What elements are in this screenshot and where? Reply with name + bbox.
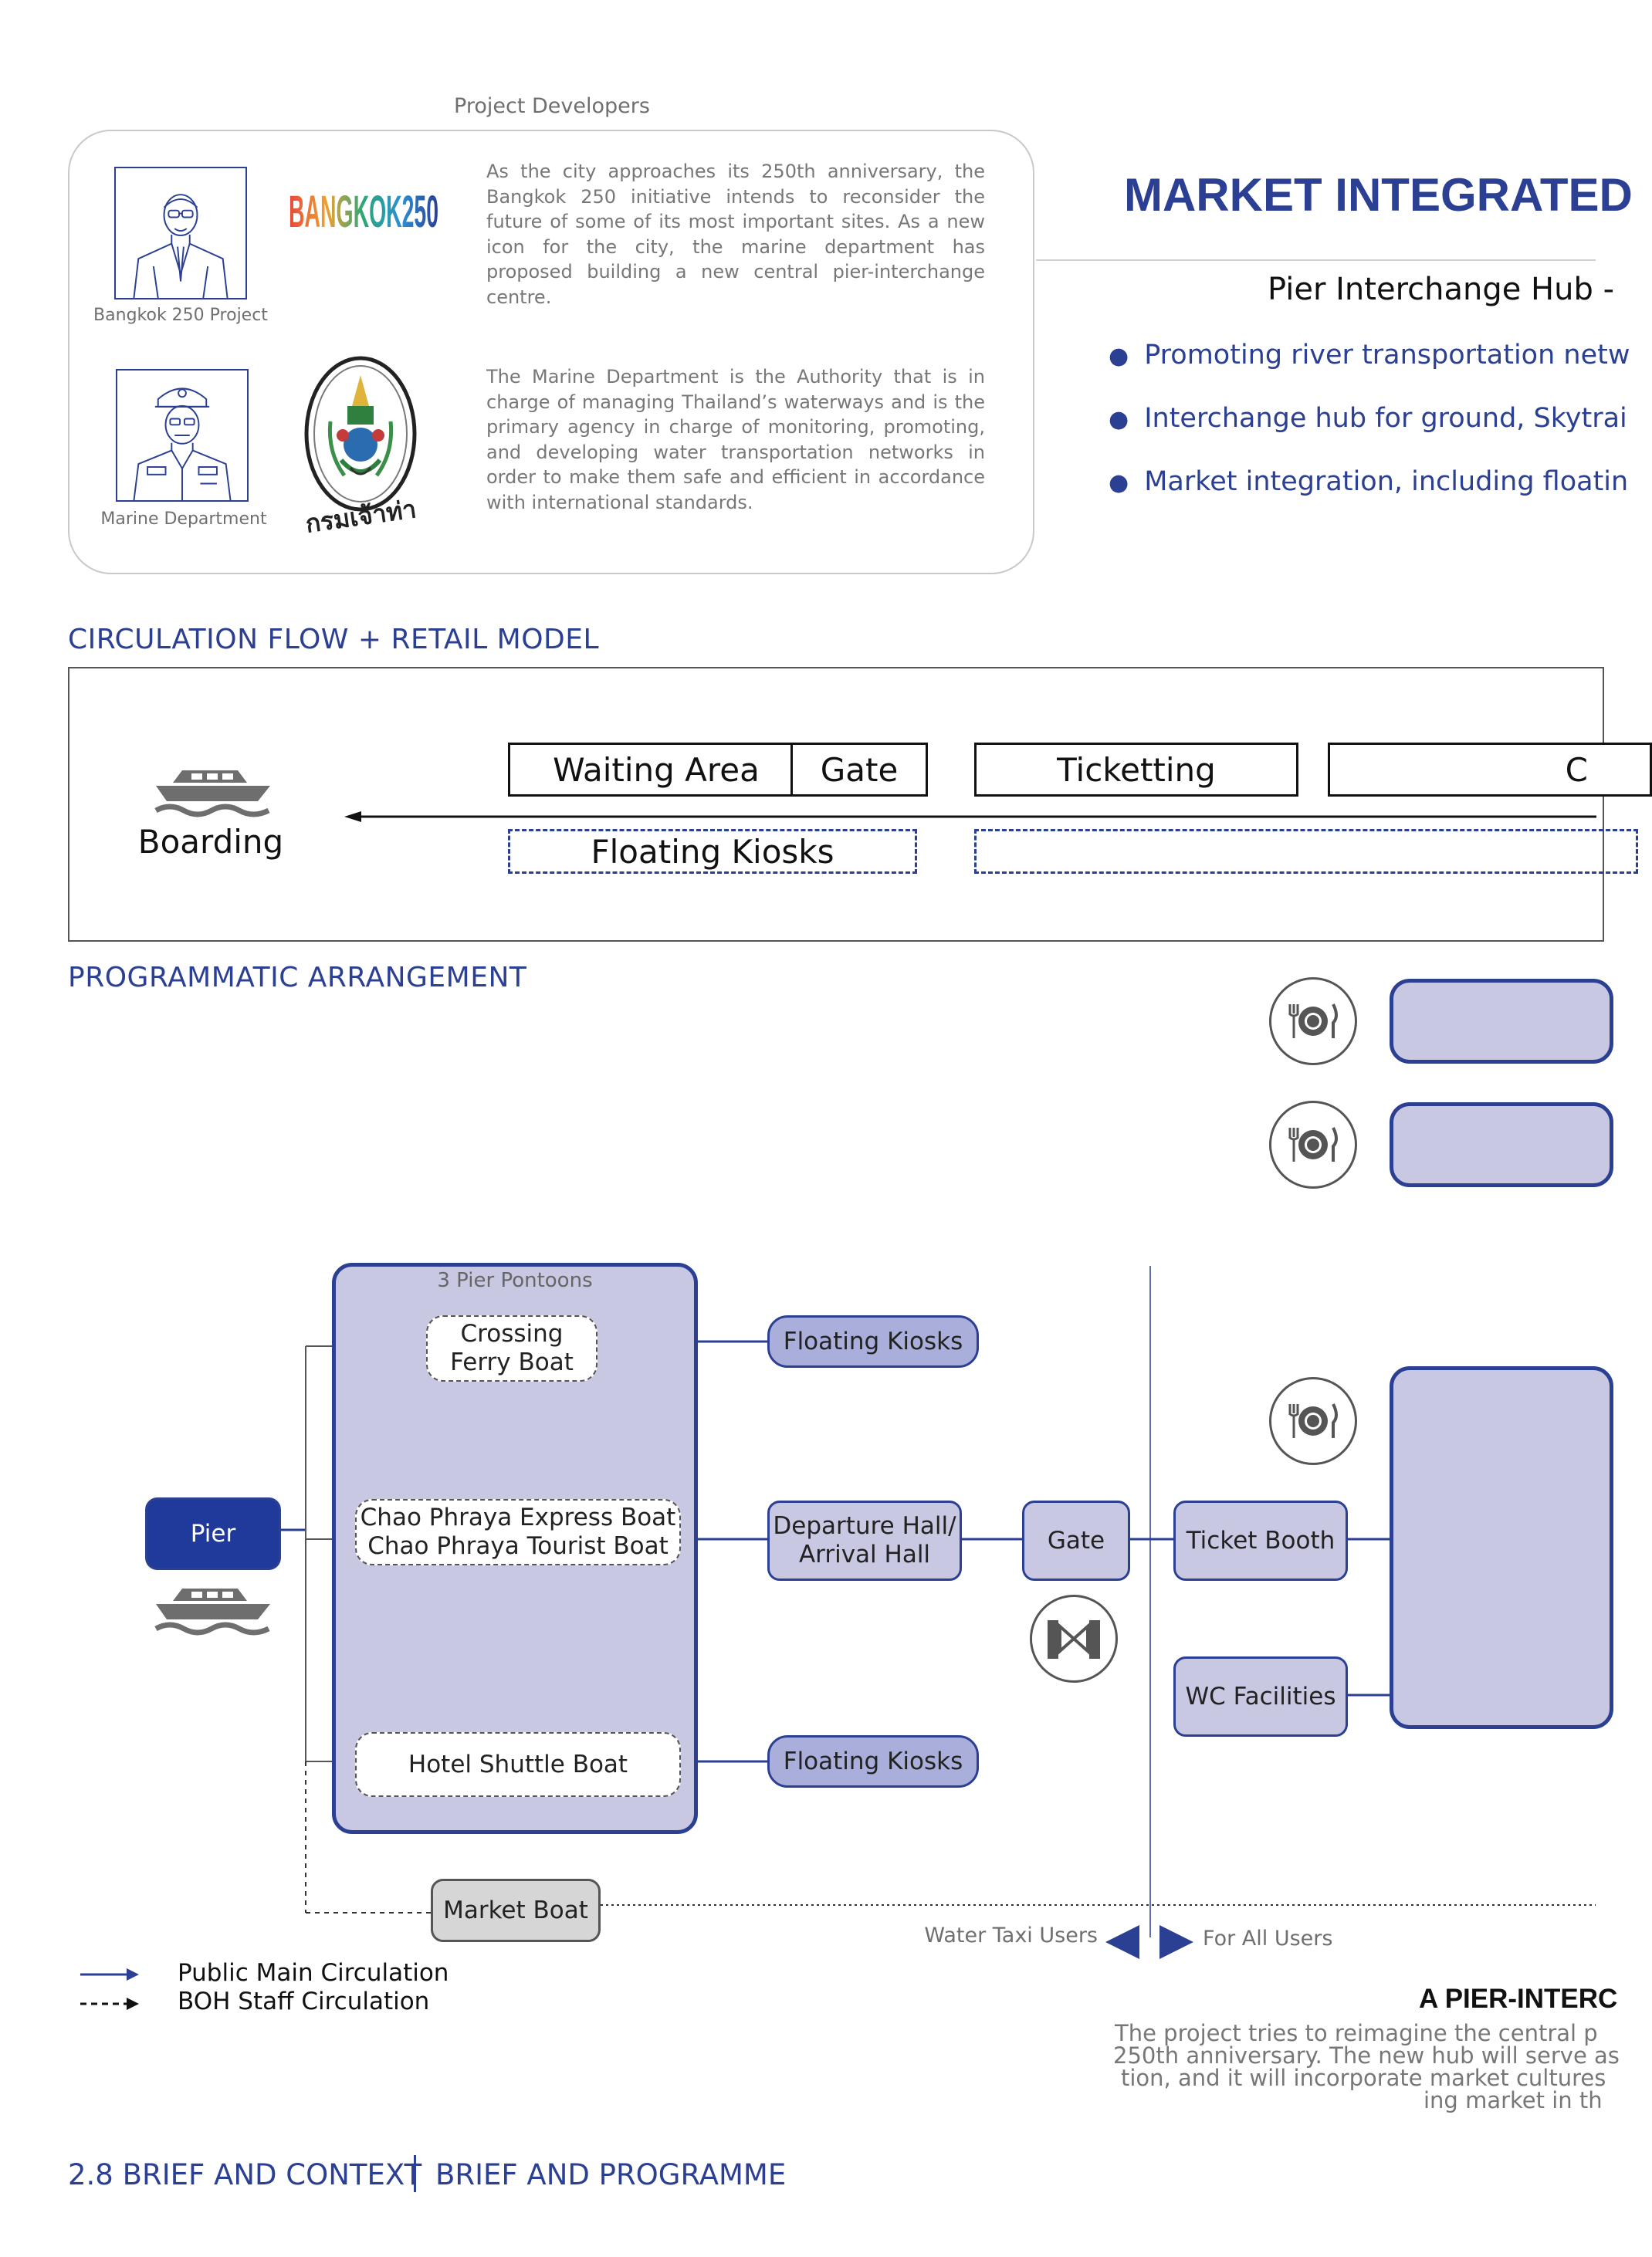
legend-boh-circulation: BOH Staff Circulation bbox=[178, 1988, 430, 2015]
summary-title: A PIER-INTERC bbox=[1419, 1984, 1618, 2014]
flow-ticketting: Ticketting bbox=[974, 743, 1298, 797]
dining-block-2 bbox=[1390, 1102, 1613, 1187]
summary-text: The project tries to reimagine the centr… bbox=[1065, 2020, 1620, 2113]
marine-portrait-image bbox=[116, 369, 249, 502]
flow-floating-kiosks: Floating Kiosks bbox=[508, 829, 917, 874]
bangkok-description: As the city approaches its 250th anniver… bbox=[486, 161, 985, 308]
floating-kiosks-bottom: Floating Kiosks bbox=[767, 1735, 979, 1788]
flow-arrow bbox=[344, 809, 1596, 824]
programmatic-section-title: PROGRAMMATIC ARRANGEMENT bbox=[68, 962, 527, 993]
bullet-river-transport: Promoting river transportation netw bbox=[1109, 340, 1630, 371]
bangkok-portrait-image bbox=[114, 167, 247, 299]
market-hall-block bbox=[1390, 1366, 1613, 1729]
dining-icon bbox=[1269, 1101, 1357, 1189]
headline-title: MARKET INTEGRATED bbox=[1124, 169, 1633, 221]
footer-divider bbox=[414, 2155, 416, 2192]
bullet-interchange: Interchange hub for ground, Skytrai bbox=[1109, 403, 1627, 434]
bangkok-caption: Bangkok 250 Project bbox=[93, 306, 268, 325]
marine-caption: Marine Department bbox=[100, 509, 267, 529]
footer-subsection: BRIEF AND PROGRAMME bbox=[435, 2158, 787, 2191]
legend-public-circulation: Public Main Circulation bbox=[178, 1959, 449, 1987]
flow-waiting-area: Waiting Area bbox=[508, 743, 804, 797]
headline-subtitle: Pier Interchange Hub - bbox=[1268, 272, 1615, 307]
boarding-boat-icon bbox=[151, 766, 275, 823]
wc-facilities: WC Facilities bbox=[1173, 1656, 1348, 1737]
dining-block-1 bbox=[1390, 979, 1613, 1064]
pier-node: Pier bbox=[145, 1497, 281, 1570]
ticket-booth: Ticket Booth bbox=[1173, 1501, 1348, 1581]
developers-card bbox=[68, 130, 1034, 574]
bullet-market-integration: Market integration, including floatin bbox=[1109, 466, 1628, 497]
dining-icon bbox=[1269, 977, 1357, 1065]
programmatic-connectors bbox=[80, 1266, 1596, 2010]
developers-heading: Project Developers bbox=[454, 94, 650, 118]
flow-next-stage: C bbox=[1328, 743, 1652, 797]
crossing-ferry-boat: Crossing Ferry Boat bbox=[426, 1315, 597, 1382]
gate-node: Gate bbox=[1022, 1501, 1130, 1581]
marine-description: The Marine Department is the Authority t… bbox=[486, 366, 985, 513]
pier-boat-icon bbox=[151, 1584, 275, 1641]
svg-text:BANGKOK250: BANGKOK250 bbox=[289, 187, 438, 237]
turnstile-gate-icon bbox=[1030, 1595, 1118, 1683]
boarding-label: Boarding bbox=[137, 823, 284, 861]
summary-line: The project tries to reimagine the centr… bbox=[1115, 2020, 1598, 2046]
bangkok250-logo: BANGKOK250 bbox=[287, 181, 442, 239]
circulation-section-title: CIRCULATION FLOW + RETAIL MODEL bbox=[68, 624, 600, 655]
summary-line: tion, and it will incorporate market cul… bbox=[1121, 2065, 1606, 2091]
departure-arrival-hall: Departure Hall/ Arrival Hall bbox=[767, 1501, 962, 1581]
summary-line: ing market in th bbox=[1423, 2087, 1603, 2113]
dining-icon bbox=[1269, 1377, 1357, 1465]
footer-section: 2.8 BRIEF AND CONTEXT bbox=[68, 2158, 422, 2191]
floating-kiosks-top: Floating Kiosks bbox=[767, 1315, 979, 1368]
market-boat: Market Boat bbox=[431, 1879, 601, 1942]
water-taxi-users-label: Water Taxi Users bbox=[924, 1924, 1098, 1947]
flow-gate: Gate bbox=[790, 743, 928, 797]
hotel-shuttle-boat: Hotel Shuttle Boat bbox=[355, 1732, 681, 1797]
all-users-label: For All Users bbox=[1203, 1927, 1333, 1951]
circulation-flow-frame bbox=[68, 667, 1604, 942]
headline-divider bbox=[1036, 259, 1596, 261]
flow-kiosks-extension bbox=[974, 829, 1638, 874]
express-tourist-boat: Chao Phraya Express Boat Chao Phraya Tou… bbox=[355, 1499, 681, 1565]
pontoons-label: 3 Pier Pontoons bbox=[437, 1269, 593, 1292]
summary-line: 250th anniversary. The new hub will serv… bbox=[1113, 2042, 1620, 2069]
